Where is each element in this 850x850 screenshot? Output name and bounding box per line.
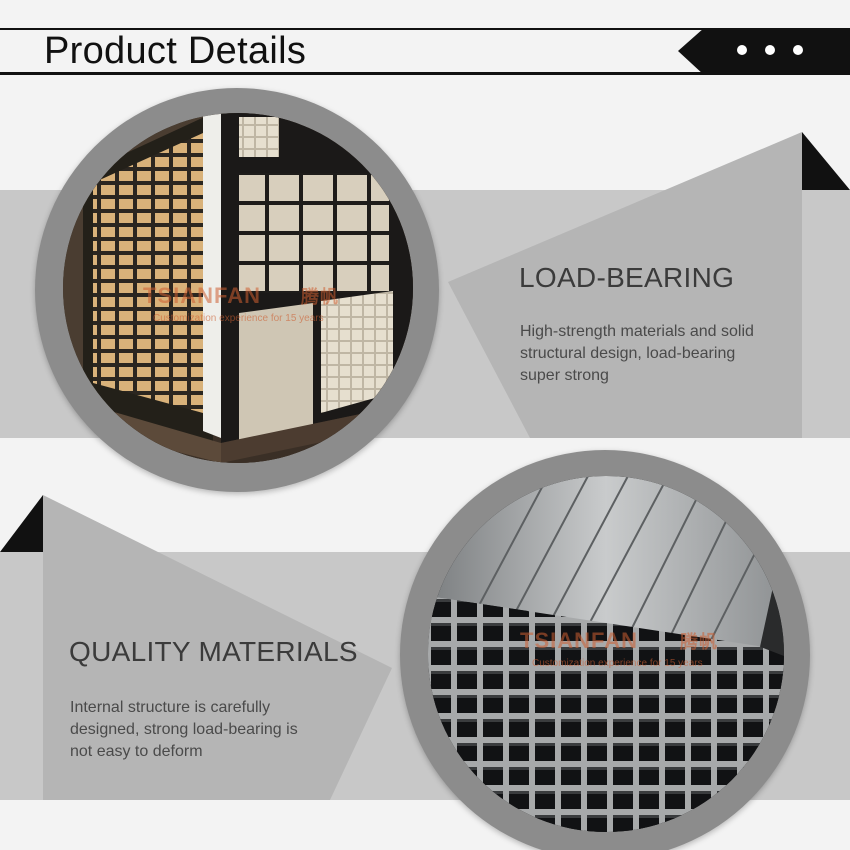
wedge-right-fold <box>802 132 850 190</box>
header-top-rule <box>0 28 850 30</box>
tile-display-rack-photo: TSIANFAN 腾帆 Customization experience for… <box>63 113 413 463</box>
watermark-tagline: Customization experience for 15 years <box>532 658 703 669</box>
square-steel-tubes-photo: TSIANFAN 腾帆 Customization experience for… <box>428 476 784 832</box>
watermark-brand-cn: 腾帆 <box>680 632 718 652</box>
watermark-brand: TSIANFAN <box>143 283 261 308</box>
watermark-brand: TSIANFAN <box>520 628 638 653</box>
section-title-quality-materials: QUALITY MATERIALS <box>69 636 358 667</box>
section-text-quality-materials: Internal structure is carefully designed… <box>70 699 298 760</box>
header-bottom-rule <box>0 72 850 75</box>
wedge-left-fold <box>0 495 43 552</box>
wedge-left-panel <box>43 495 392 800</box>
watermark-tagline: Customization experience for 15 years <box>153 313 324 324</box>
header-tab <box>678 28 850 75</box>
more-dots-icon <box>737 43 803 57</box>
section-text-load-bearing: High-strength materials and solid struct… <box>520 323 754 384</box>
page-title: Product Details <box>44 30 307 72</box>
wedge-right-panel <box>448 132 802 438</box>
watermark-brand-cn: 腾帆 <box>301 287 339 307</box>
section-title-load-bearing: LOAD-BEARING <box>519 262 735 293</box>
